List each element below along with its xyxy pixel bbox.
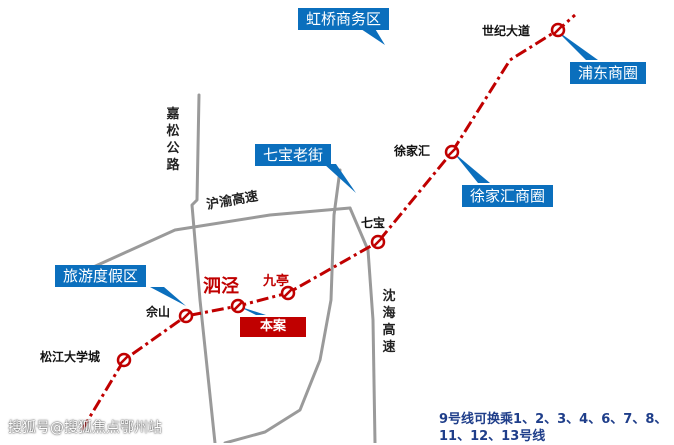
station-label-xujiahui: 徐家汇 [394, 144, 431, 158]
station-label-qibao: 七宝 [361, 216, 386, 230]
huyu-expressway [56, 206, 352, 285]
watermark: 搜狐号@搜狐焦点鄂州站 [8, 420, 162, 436]
callout-pudong: 浦东商圈 [570, 62, 647, 84]
station-marker-sijing [230, 298, 246, 314]
station-marker-jiuting [280, 285, 296, 301]
road-label-jiasong: 嘉松公路 [166, 107, 180, 173]
station-label-sijing: 泗泾 [203, 276, 239, 297]
metro-line-9 [80, 13, 576, 431]
road-label-shenhai: 沈海高速 [382, 289, 396, 355]
station-marker-songjiang-university-town [116, 352, 132, 368]
jiasong-road [190, 93, 217, 443]
callout-xujiahui: 徐家汇商圈 [462, 185, 554, 207]
station-marker-sheshan [178, 308, 194, 324]
callout-pointers [150, 27, 598, 315]
shenhai-expressway [348, 206, 377, 443]
station-label-jiuting: 九亭 [263, 274, 290, 289]
transfer-note: 9号线可换乘1、2、3、4、6、7、8、11、12、13号线 [439, 412, 668, 444]
station-marker-xujiahui [444, 144, 460, 160]
station-label-sheshan: 佘山 [146, 305, 171, 319]
station-marker-qibao [370, 234, 386, 250]
callout-qibao-old-street: 七宝老街 [255, 144, 332, 166]
callout-hongqiao: 虹桥商务区 [298, 8, 390, 30]
road-center [223, 168, 342, 443]
station-label-songjiang-university-town: 松江大学城 [40, 350, 101, 364]
project-label: 本案 [240, 317, 306, 337]
station-marker-century-avenue [550, 22, 566, 38]
station-label-century-avenue: 世纪大道 [482, 24, 531, 38]
callout-tourist-resort: 旅游度假区 [55, 265, 147, 287]
